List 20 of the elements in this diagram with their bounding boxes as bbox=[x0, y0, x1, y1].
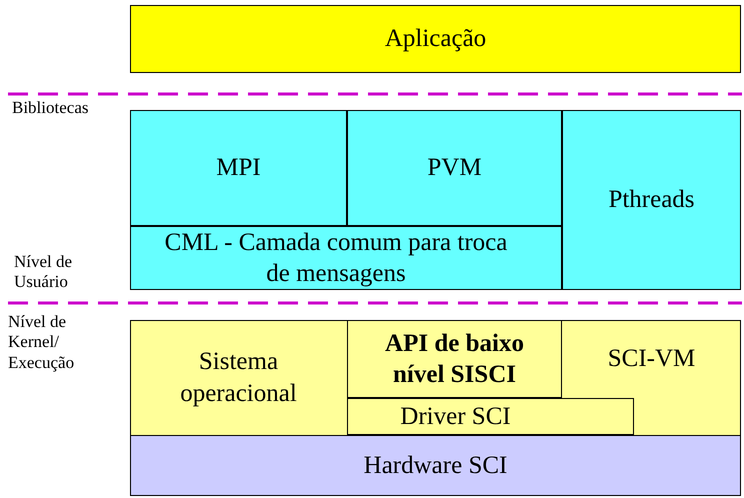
layer-label: Pthreads bbox=[608, 185, 695, 216]
layer-label: MPI bbox=[216, 153, 261, 184]
layer-label: Driver SCI bbox=[400, 402, 511, 432]
library-box bbox=[130, 226, 562, 290]
layer-label: Aplicação bbox=[384, 24, 486, 54]
library-box bbox=[562, 110, 741, 290]
application-layer bbox=[130, 5, 741, 73]
level-label: Nível de Kernel/ Execução bbox=[8, 312, 76, 374]
level-label: Bibliotecas bbox=[12, 98, 88, 118]
library-box bbox=[347, 110, 562, 226]
driver-box bbox=[347, 398, 634, 435]
hardware-layer bbox=[130, 435, 741, 496]
layer-label: PVM bbox=[427, 153, 482, 184]
kernel-box bbox=[347, 320, 562, 398]
layer-label: SCI-VM bbox=[608, 344, 696, 374]
layer-label: CML - Camada comum para troca de mensagens bbox=[164, 228, 508, 289]
library-box bbox=[130, 110, 347, 226]
layer-label: Hardware SCI bbox=[364, 450, 508, 481]
layer-label: Sistema operacional bbox=[179, 347, 298, 408]
layer-label: API de baixo nível SISCI bbox=[384, 328, 525, 390]
